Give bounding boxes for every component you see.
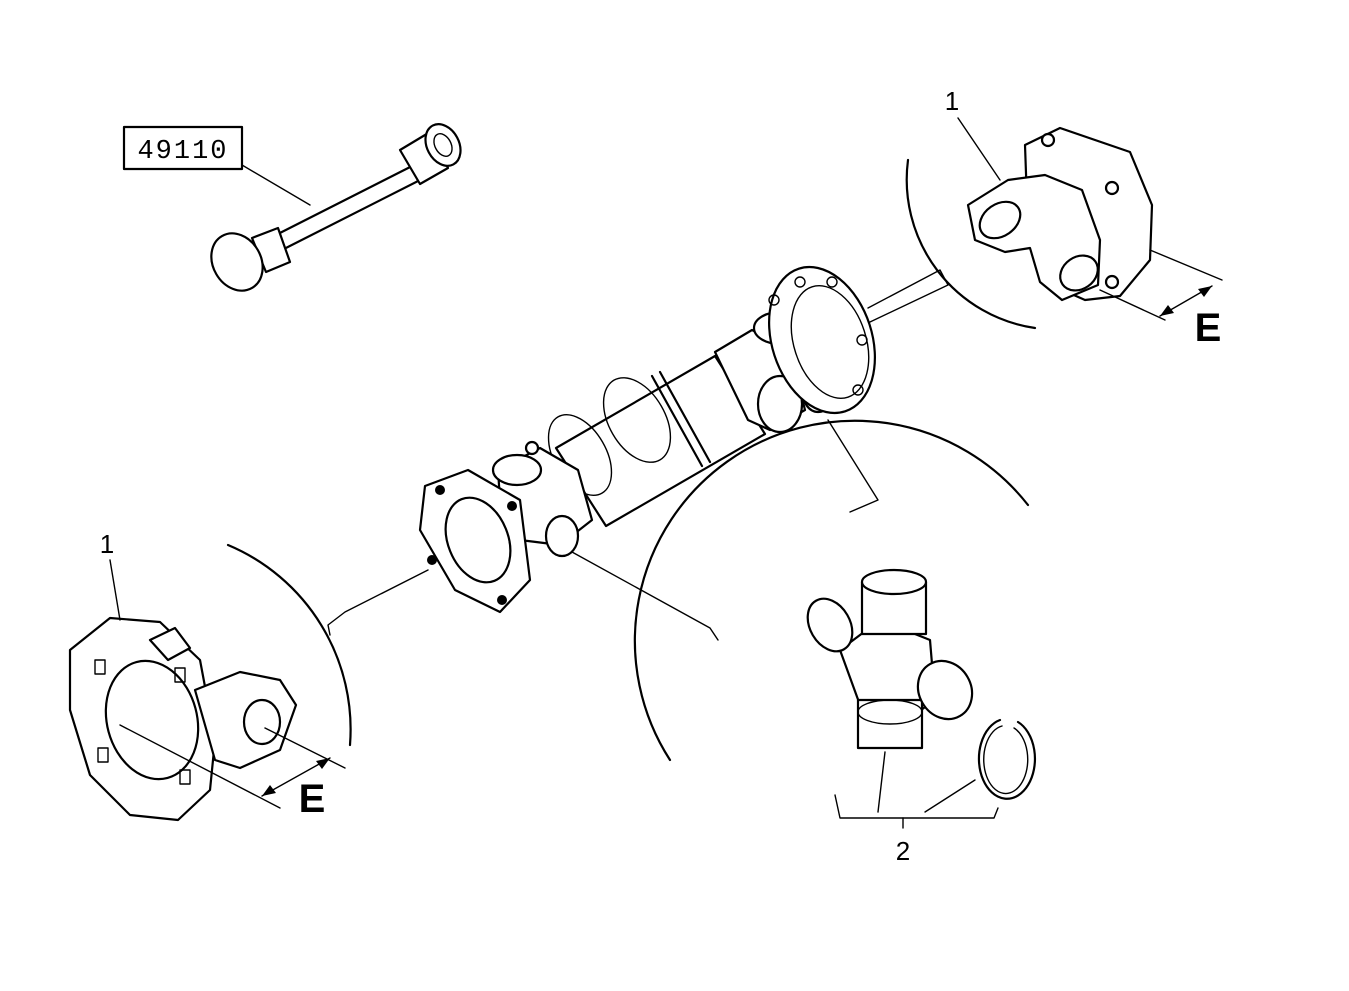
callout-1-bottom-leader [109, 559, 121, 621]
circlip-inner [983, 725, 1029, 795]
callout-2-bracket-left [834, 794, 904, 829]
callout-2: 2 [896, 836, 910, 866]
bottom-flange-slot-3 [97, 747, 109, 763]
tool-leader-line [241, 164, 311, 206]
right-flange-bolt-hole-3 [856, 334, 868, 346]
detail-bottom-right: 2 [571, 419, 1037, 866]
spider-cap-top-face [860, 568, 928, 596]
detail-bottom-left-leader [327, 569, 429, 636]
tool-shaft [268, 160, 430, 254]
right-flange-bolt-hole-1 [794, 276, 806, 288]
callout-1-bottom: 1 [100, 529, 114, 559]
circlip [977, 718, 1037, 800]
bottom-dimension-arrow-2 [262, 785, 276, 796]
detail-bottom-left-arc [226, 543, 352, 747]
spider-cap-left [806, 597, 854, 653]
left-bearing-cap-top [491, 453, 543, 487]
detail-bottom-left: 1 E [68, 529, 429, 822]
bottom-dimension-ext [264, 727, 346, 769]
callout-2-leader-1 [877, 751, 886, 813]
bottom-dimension-arrow-1 [316, 758, 330, 769]
shaft-tube-ring [602, 377, 672, 463]
bottom-yoke-eye [242, 698, 282, 746]
top-yoke-eye-1 [978, 200, 1022, 240]
callout-2-bracket-right [902, 807, 999, 819]
right-flange-inner [790, 285, 870, 399]
left-flange-bolt-1 [435, 485, 445, 495]
top-dimension-arrow-1 [1198, 286, 1212, 297]
bottom-flange-slot-2 [174, 667, 186, 683]
top-yoke-eye-2 [1059, 254, 1099, 292]
tool-reference-box [122, 125, 244, 171]
detail-bottom-right-leader-1 [571, 551, 719, 641]
right-flange-bolt-hole-4 [852, 384, 864, 396]
shaft-break-mark-2 [658, 370, 712, 464]
right-bearing-cap-front [756, 374, 804, 434]
detail-top-right: 1 E [867, 86, 1223, 350]
tool-yoke-cap [424, 123, 462, 167]
right-flange-bolt-hole-5 [768, 294, 780, 306]
top-dimension-ext-1 [1149, 249, 1223, 281]
tool-yoke-cap-inner [433, 133, 453, 157]
top-dimension-arrow-2 [1160, 305, 1174, 316]
top-flange-bolt-3 [1040, 132, 1056, 148]
top-flange-bolt-1 [1104, 180, 1120, 196]
tool-knob [210, 232, 264, 292]
bottom-flange-slot-4 [179, 769, 191, 785]
dimension-e-top: E [1195, 306, 1222, 350]
dimension-e-bottom: E [299, 777, 326, 821]
top-flange-bolt-2 [1104, 274, 1120, 290]
top-dimension-ext-2 [1099, 289, 1166, 321]
detail-bottom-right-leader-2 [827, 419, 879, 513]
bottom-flange-face [104, 659, 200, 781]
left-flange-face [444, 496, 512, 584]
right-flange-bolt-hole-2 [826, 276, 838, 288]
callout-2-leader-2 [924, 779, 976, 813]
spider-cap-bottom-ring [857, 699, 923, 725]
left-bearing-cap-side [544, 514, 580, 558]
left-grease-nipple [524, 440, 540, 456]
callout-1-top: 1 [945, 86, 959, 116]
detail-bottom-right-arc [633, 419, 1030, 762]
bottom-centerline [119, 724, 281, 809]
left-flange-bolt-2 [497, 595, 507, 605]
shaft-tube [554, 354, 767, 528]
special-tool-49110: 49110 [122, 123, 462, 292]
propeller-shaft-assembly [418, 265, 877, 614]
left-flange-bolt-3 [507, 501, 517, 511]
detail-top-right-arc [905, 158, 1037, 330]
callout-1-top-leader [957, 117, 1001, 181]
spider-cap-right [916, 659, 974, 721]
shaft-break-mark-1 [650, 374, 704, 468]
tool-reference-label: 49110 [137, 137, 228, 167]
bottom-yoke-lug [148, 626, 192, 662]
left-flange-bolt-4 [427, 555, 437, 565]
detail-top-right-leader [867, 269, 949, 323]
bottom-flange-slot-1 [94, 659, 106, 675]
